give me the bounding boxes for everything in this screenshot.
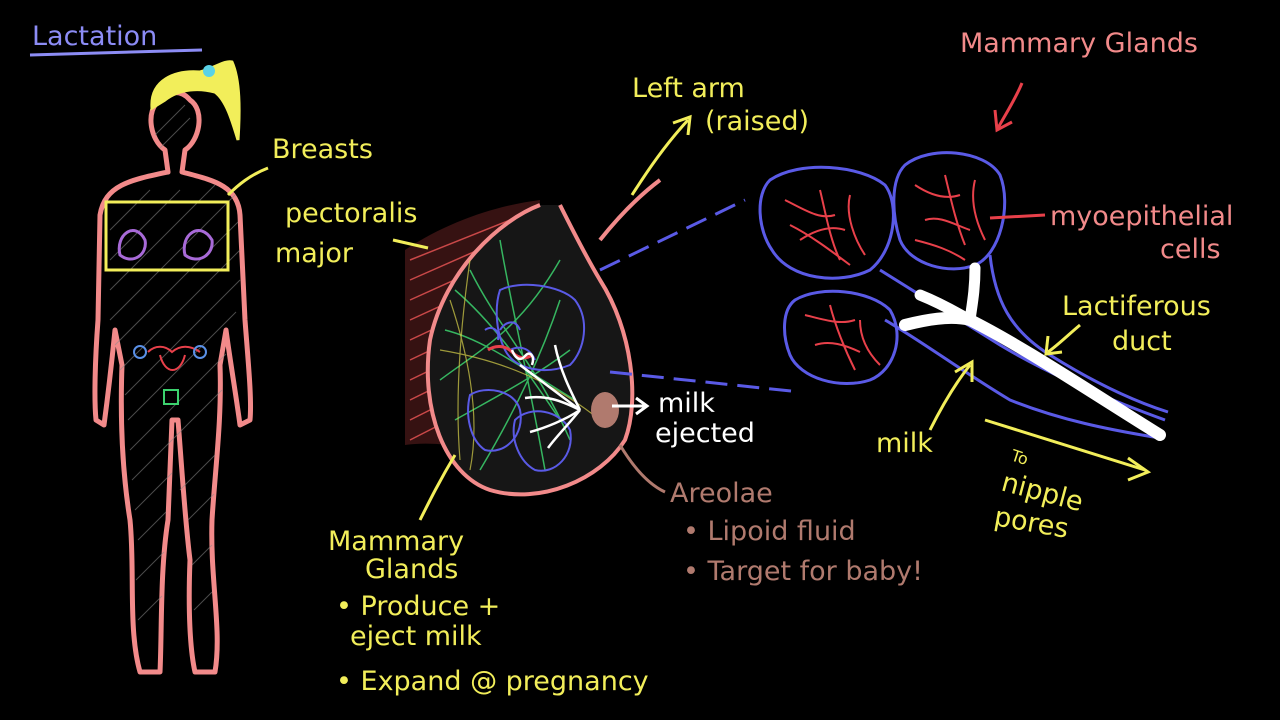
label-to: To [1008,445,1031,469]
label-mammary-bottom: Mammary [328,526,464,557]
label-lipoid-fluid: • Lipoid fluid [683,516,856,547]
label-milk-duct: milk [876,428,933,459]
pointer-left-arm [630,118,690,196]
pointer-myoepithelial [989,213,1046,220]
pointer-mammary-bottom [418,454,457,521]
label-mammary-glands-top: Mammary Glands [960,28,1198,59]
label-myoepithelial: myoepithelial [1050,201,1233,232]
label-raised: (raised) [705,106,809,137]
arrow-to-nipple [984,418,1146,472]
label-breasts: Breasts [272,134,373,165]
breast-cross-section [405,178,662,497]
label-areolae: Areolae [670,478,773,509]
label-duct: duct [1112,326,1172,357]
label-expand-pregnancy: • Expand @ pregnancy [336,666,649,697]
pointer-milk [928,364,972,431]
breasts-highlight-box [104,200,230,272]
label-glands-bottom: Glands [365,554,458,585]
body-figure [92,60,254,675]
label-eject-milk: eject milk [350,621,482,652]
label-left-arm: Left arm [632,73,745,104]
label-lactiferous: Lactiferous [1062,291,1211,322]
label-major: major [275,238,354,269]
pointer-pectoralis [392,238,429,250]
pointer-breasts [226,166,269,197]
title: Lactation [32,21,157,52]
label-produce: • Produce + [336,591,500,622]
zoom-line-top [599,198,746,272]
alveoli-zoom [758,151,1169,441]
label-pectoralis: pectoralis [285,198,417,229]
pointer-lactiferous [1047,323,1081,354]
areola [591,392,619,428]
label-ejected: ejected [655,418,755,449]
pointer-areolae [618,444,666,494]
label-milk-ejected: milk [658,388,715,419]
title-underline [29,48,203,57]
label-cells: cells [1160,234,1221,265]
label-target-for-baby: • Target for baby! [683,556,923,587]
hair-tie [203,65,215,77]
pointer-mammary-top [996,82,1024,129]
